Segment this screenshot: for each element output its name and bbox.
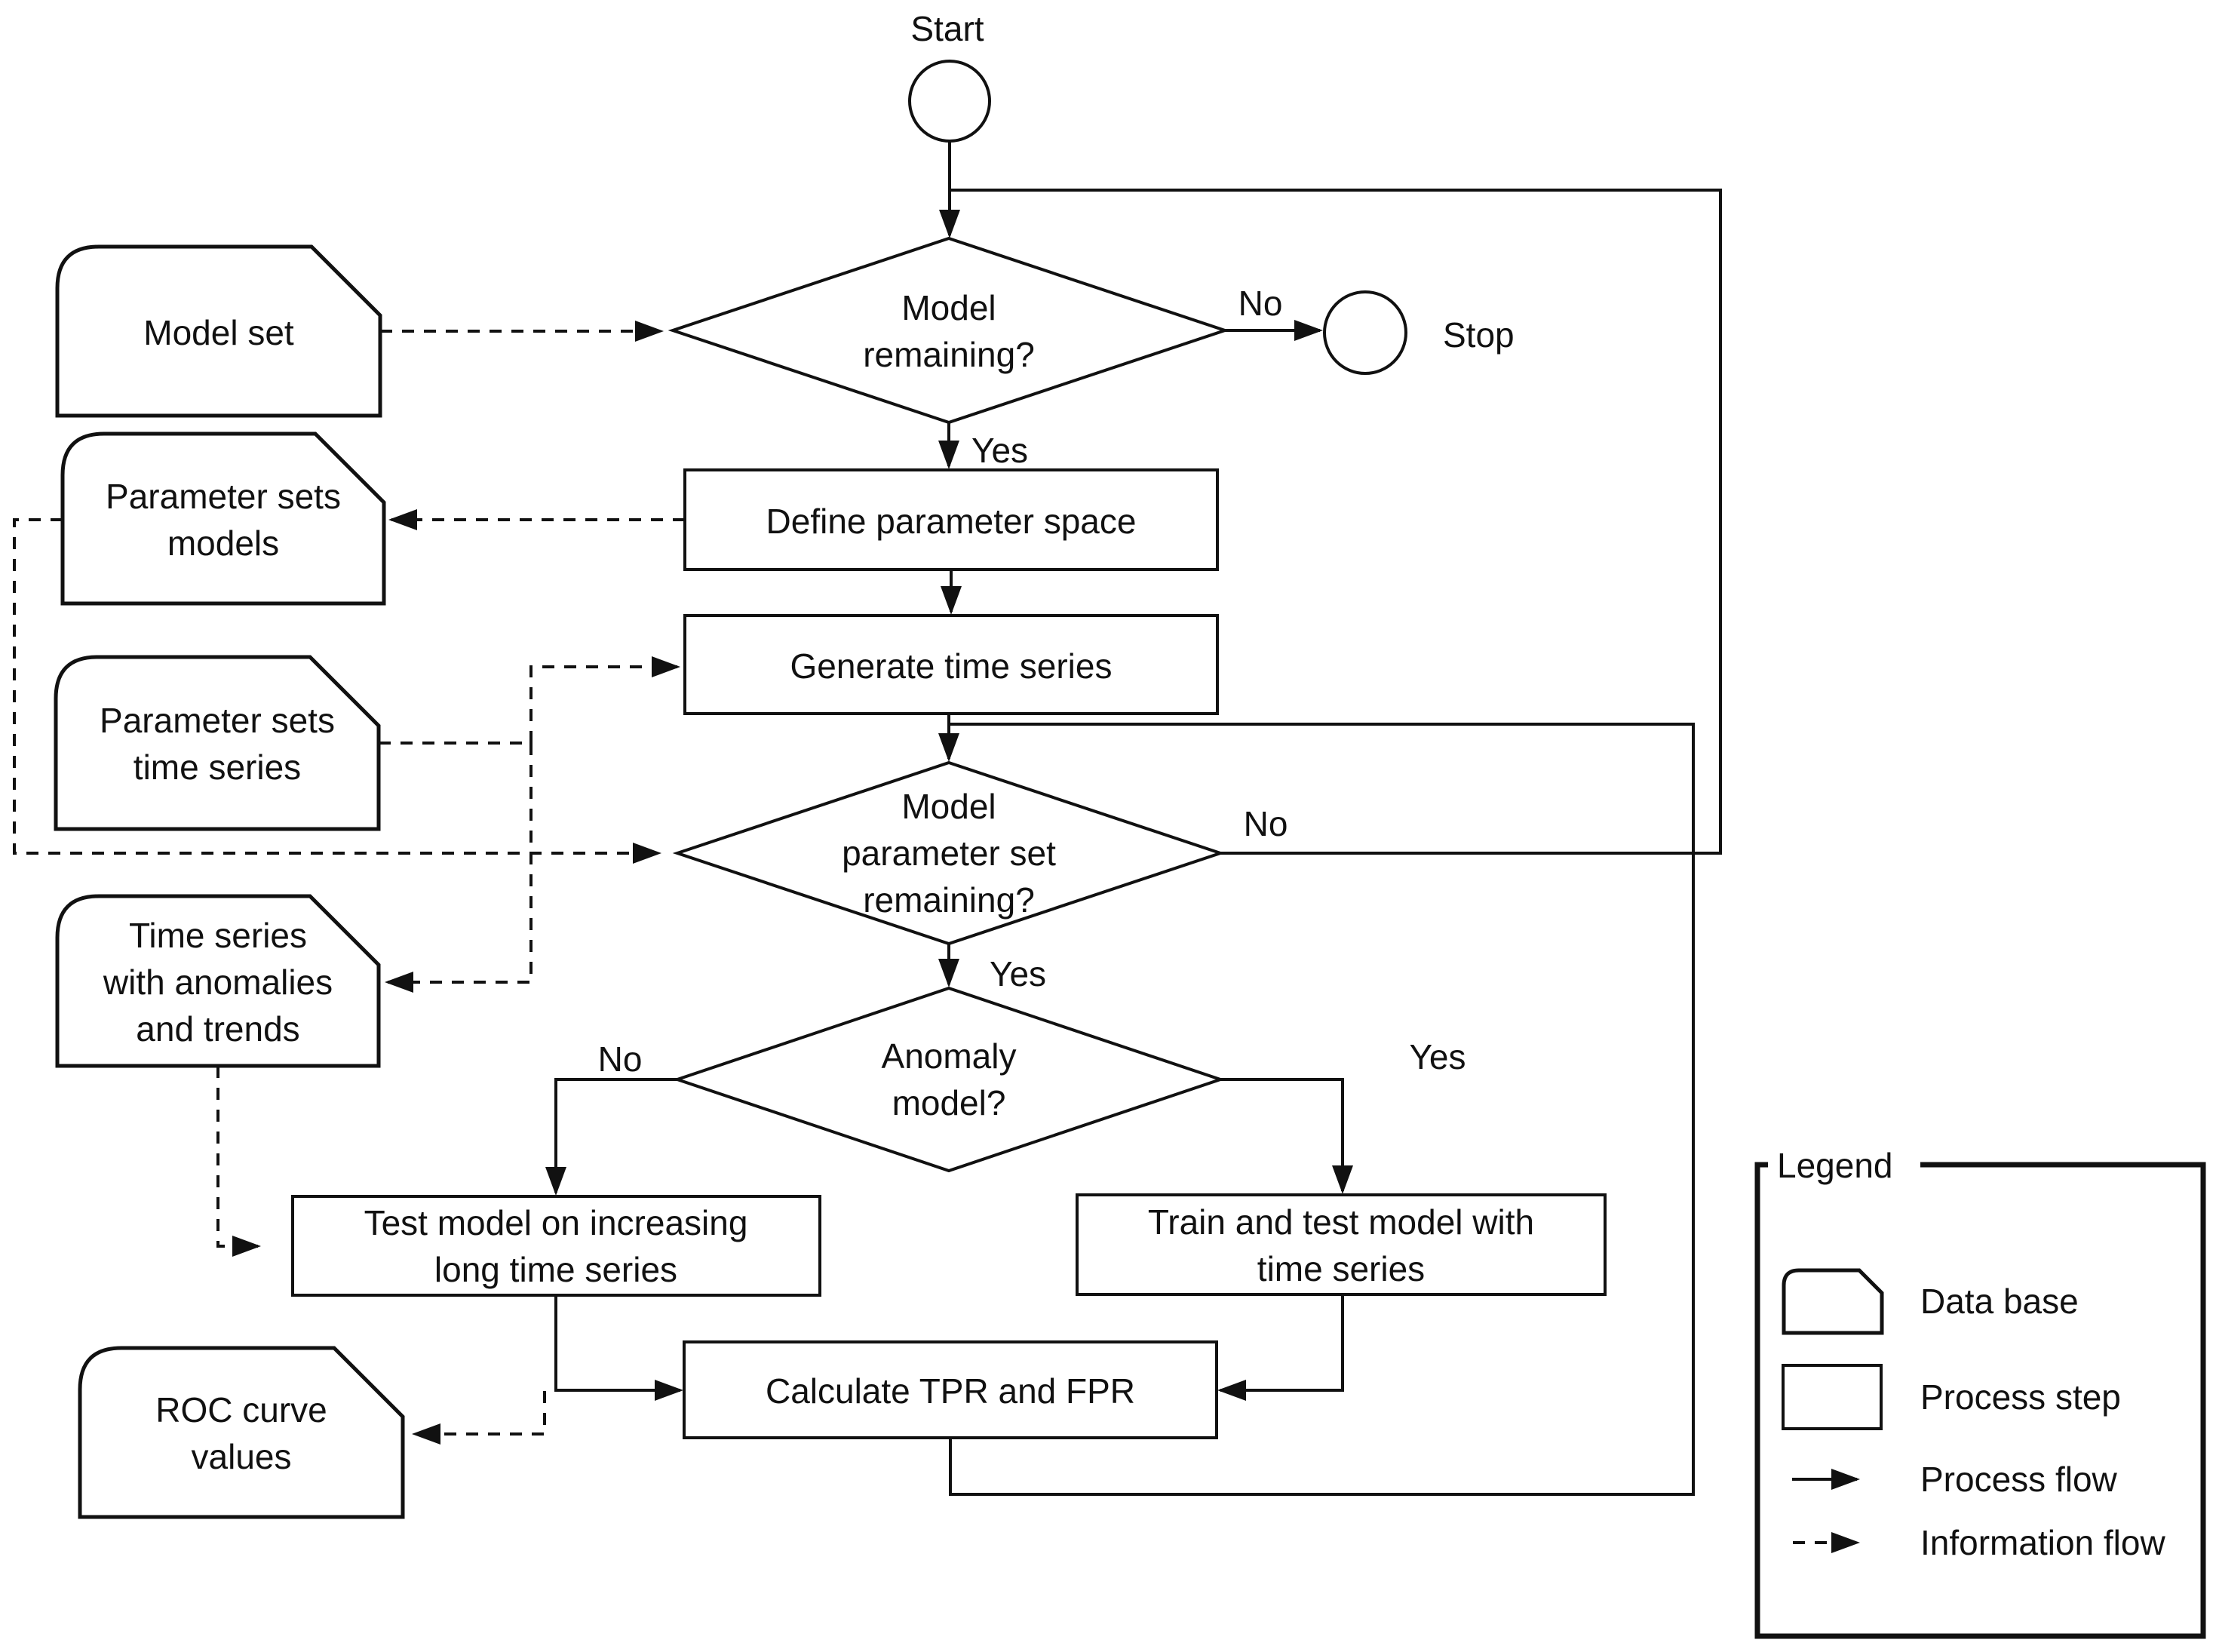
edge-anomaly-yes-to-train-model <box>1220 1078 1353 1194</box>
node-calculate-tpr-fpr: Calculate TPR and FPR <box>683 1340 1218 1439</box>
train-test-model-box <box>1076 1193 1607 1296</box>
model-remaining-yes-label: Yes <box>971 431 1028 470</box>
param-set-remaining-line1: Model <box>901 787 996 826</box>
info-junction-to-generate <box>529 656 680 743</box>
information-flow-edges <box>13 321 685 1445</box>
legend-database-icon <box>1782 1268 1884 1335</box>
node-stop: Stop <box>1323 290 1515 375</box>
edge-anomaly-no-to-test-model <box>545 1078 677 1196</box>
parameter-sets-time-series-db-icon <box>54 655 381 831</box>
param-set-remaining-line3: remaining? <box>863 880 1035 920</box>
time-series-anomalies-db-icon <box>55 894 381 1068</box>
node-define-parameter-space: Define parameter space <box>683 468 1219 571</box>
model-remaining-diamond-icon <box>668 236 1230 425</box>
legend-database-label: Data base <box>1920 1282 2079 1321</box>
info-parameter-sets-models-to-decision <box>13 518 661 864</box>
param-set-remaining-yes-label: Yes <box>990 954 1046 993</box>
test-model-line1: Test model on increasing <box>364 1203 748 1242</box>
model-set-db-icon <box>55 244 382 418</box>
node-generate-time-series: Generate time series <box>683 614 1219 715</box>
model-remaining-line2: remaining? <box>863 335 1035 374</box>
node-train-test-model: Train and test model with time series <box>1076 1193 1607 1296</box>
edge-labels: No Yes No Yes No Yes <box>598 284 1466 1079</box>
node-anomaly-model: Anomaly model? <box>672 986 1226 1173</box>
anomaly-model-diamond-icon <box>672 986 1226 1173</box>
edge-calculate-loop-back <box>949 723 1695 1496</box>
param-set-remaining-diamond-icon <box>672 760 1226 946</box>
model-remaining-no-label: No <box>1238 284 1283 323</box>
model-remaining-line1: Model <box>901 288 996 327</box>
info-calculate-to-roc-values <box>412 1391 546 1445</box>
node-parameter-sets-models: Parameter sets models <box>60 431 386 606</box>
roc-curve-values-line1: ROC curve <box>155 1390 327 1429</box>
parameter-sets-models-db-icon <box>60 431 386 606</box>
stop-circle-icon <box>1323 290 1407 375</box>
roc-curve-values-line2: values <box>192 1437 292 1476</box>
node-parameter-sets-time-series: Parameter sets time series <box>54 655 381 831</box>
node-model-set: Model set <box>55 244 382 418</box>
train-test-model-line2: time series <box>1257 1249 1425 1288</box>
edge-test-model-to-calculate <box>554 1295 683 1401</box>
node-test-model: Test model on increasing long time serie… <box>291 1195 821 1297</box>
legend-process-step-icon <box>1782 1364 1883 1430</box>
info-time-series-db-to-test-model <box>216 1066 261 1257</box>
train-test-model-line1: Train and test model with <box>1148 1202 1534 1242</box>
node-model-remaining: Model remaining? <box>668 236 1230 425</box>
node-model-parameter-set-remaining: Model parameter set remaining? <box>672 760 1226 946</box>
start-label: Start <box>910 9 984 48</box>
parameter-sets-time-series-line1: Parameter sets <box>100 701 335 740</box>
model-set-label: Model set <box>143 313 294 352</box>
time-series-anomalies-line2: with anomalies <box>103 963 333 1002</box>
edge-train-model-to-calculate <box>1217 1294 1344 1401</box>
node-time-series-anomalies: Time series with anomalies and trends <box>55 894 381 1068</box>
start-circle-icon <box>908 60 991 143</box>
node-start: Start <box>908 9 991 143</box>
legend-process-flow-label: Process flow <box>1920 1460 2118 1499</box>
calculate-tpr-fpr-box <box>683 1340 1218 1439</box>
anomaly-yes-label: Yes <box>1409 1037 1466 1076</box>
anomaly-no-label: No <box>598 1039 643 1079</box>
legend-title-bg <box>1768 1144 1920 1186</box>
param-set-remaining-line2: parameter set <box>842 834 1056 873</box>
parameter-sets-models-line1: Parameter sets <box>106 477 341 516</box>
node-roc-curve-values: ROC curve values <box>78 1346 405 1519</box>
anomaly-model-line1: Anomaly <box>882 1036 1017 1076</box>
legend-border <box>1754 1162 2206 1639</box>
define-parameter-space-box <box>683 468 1219 571</box>
stop-label: Stop <box>1443 315 1515 355</box>
parameter-sets-models-line2: models <box>167 524 279 563</box>
anomaly-model-line2: model? <box>892 1083 1006 1122</box>
generate-time-series-box <box>683 614 1219 715</box>
legend-information-flow-label: Information flow <box>1920 1523 2165 1562</box>
roc-curve-values-db-icon <box>78 1346 405 1519</box>
parameter-sets-time-series-line2: time series <box>134 748 301 787</box>
edge-param-set-remaining-no-feedback <box>950 189 1722 855</box>
time-series-anomalies-line1: Time series <box>129 916 307 955</box>
test-model-box <box>291 1195 821 1297</box>
info-junction-to-time-series-db <box>385 743 533 993</box>
test-model-line2: long time series <box>434 1250 677 1289</box>
legend-title: Legend <box>1777 1146 1893 1185</box>
process-flow-edges <box>545 141 1722 1496</box>
legend-process-step-label: Process step <box>1920 1377 2121 1417</box>
time-series-anomalies-line3: and trends <box>136 1009 299 1049</box>
define-parameter-space-label: Define parameter space <box>766 502 1137 541</box>
param-set-remaining-no-label: No <box>1244 804 1288 843</box>
generate-time-series-label: Generate time series <box>790 646 1113 686</box>
legend: Legend Data base Process step Process fl… <box>1754 1144 2206 1639</box>
calculate-tpr-fpr-label: Calculate TPR and FPR <box>766 1371 1135 1411</box>
